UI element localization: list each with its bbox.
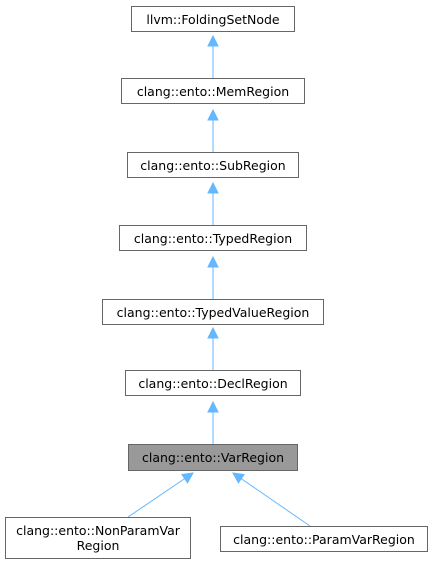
node-typedregion[interactable]: clang::ento::TypedRegion bbox=[119, 225, 307, 251]
node-paramvarregion[interactable]: clang::ento::ParamVarRegion bbox=[220, 526, 428, 552]
node-label: clang::ento::MemRegion bbox=[136, 83, 290, 99]
node-typedvalueregion[interactable]: clang::ento::TypedValueRegion bbox=[102, 299, 324, 325]
node-varregion-current: clang::ento::VarRegion bbox=[128, 444, 298, 471]
edge-nonparamvarregion-to-varregion bbox=[127, 473, 193, 518]
node-subregion[interactable]: clang::ento::SubRegion bbox=[127, 152, 299, 178]
node-memregion[interactable]: clang::ento::MemRegion bbox=[121, 78, 305, 104]
node-label: clang::ento::VarRegion bbox=[141, 450, 285, 465]
node-label: clang::ento::TypedRegion bbox=[133, 230, 293, 246]
node-declregion[interactable]: clang::ento::DeclRegion bbox=[125, 370, 301, 396]
node-label: clang::ento::TypedValueRegion bbox=[116, 304, 310, 320]
node-label: clang::ento::DeclRegion bbox=[138, 375, 288, 391]
node-label: llvm::FoldingSetNode bbox=[146, 11, 280, 27]
edge-paramvarregion-to-varregion bbox=[233, 473, 311, 527]
node-label: clang::ento::NonParamVar Region bbox=[16, 523, 180, 553]
node-nonparamvarregion[interactable]: clang::ento::NonParamVar Region bbox=[5, 517, 191, 559]
node-llvm-foldingsetnode[interactable]: llvm::FoldingSetNode bbox=[131, 6, 295, 32]
node-label: clang::ento::SubRegion bbox=[140, 157, 286, 173]
node-label: clang::ento::ParamVarRegion bbox=[233, 531, 415, 547]
